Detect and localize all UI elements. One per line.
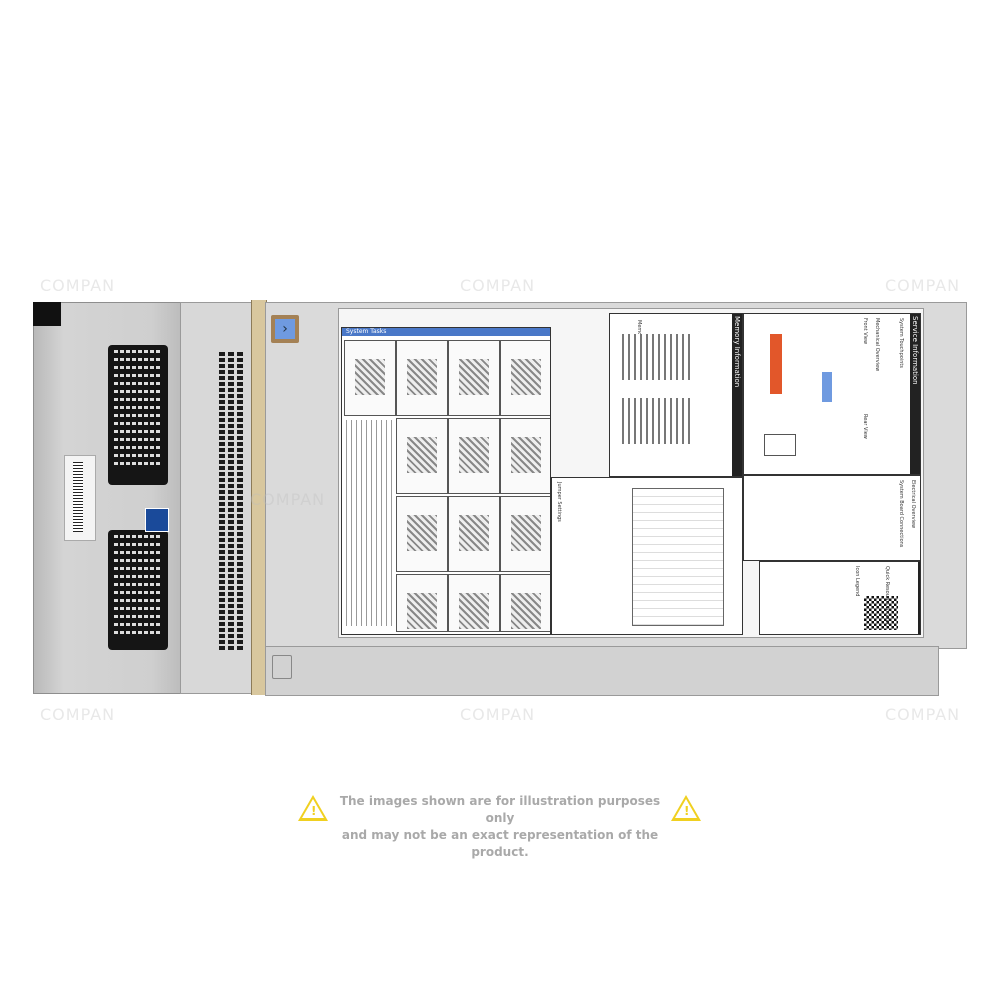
- memory-information-heading: Memory Information: [732, 314, 742, 476]
- chevron-right-icon: ›: [275, 319, 295, 339]
- icon-legend-label: Icon Legend: [854, 566, 860, 597]
- system-board-connections-label: System Board Connections: [898, 480, 904, 548]
- processor-logo-sticker: [145, 508, 169, 532]
- task-tile: [500, 574, 550, 632]
- task-tile: [448, 340, 500, 416]
- system-touchpoints-label: System Touchpoints: [898, 318, 904, 368]
- cold-swap-component: [822, 372, 832, 402]
- cover-release-latch[interactable]: ›: [271, 315, 299, 343]
- service-information-panel: Service Information System Touchpoints M…: [743, 313, 921, 475]
- watermark: COMPAN: [460, 705, 536, 724]
- watermark: COMPAN: [40, 276, 116, 295]
- task-tile: [500, 418, 550, 494]
- qr-code[interactable]: [864, 596, 898, 630]
- jumper-settings-panel: Jumper Settings: [551, 477, 743, 635]
- system-tasks-heading: System Tasks: [342, 328, 550, 336]
- cover-bottom-lip: [265, 646, 939, 696]
- caution-text-block: [346, 420, 392, 626]
- barcode-sticker: [64, 455, 96, 541]
- regulatory-label-bottom: [108, 530, 168, 650]
- disclaimer-line-1: The images shown are for illustration pu…: [339, 794, 661, 825]
- electrical-overview-label: Electrical Overview: [910, 480, 916, 529]
- system-board-diagram: [632, 488, 724, 626]
- watermark: COMPAN: [40, 705, 116, 724]
- electrical-overview-panel: Electrical Overview System Board Connect…: [743, 475, 921, 561]
- task-tile: [500, 340, 550, 416]
- task-tile: [448, 574, 500, 632]
- task-tile: [396, 574, 448, 632]
- watermark: COMPAN: [460, 276, 536, 295]
- task-tile: [448, 496, 500, 572]
- task-tile: [396, 418, 448, 494]
- rear-view-label: Rear View: [862, 414, 868, 439]
- dimm-slots-lower: [622, 398, 692, 444]
- handle-icon: [272, 655, 292, 679]
- warning-triangle-icon: !: [298, 795, 328, 821]
- hot-swap-component: [770, 334, 782, 394]
- watermark: COMPAN: [885, 276, 961, 295]
- disclaimer-text: The images shown are for illustration pu…: [330, 793, 670, 861]
- hardware-service-note: [918, 562, 920, 634]
- disclaimer: ! The images shown are for illustration …: [0, 793, 1000, 859]
- regulatory-label-top: [108, 345, 168, 485]
- quick-resource-locator-panel: Quick Resource Locator Icon Legend: [759, 561, 921, 635]
- warning-triangle-icon: !: [671, 795, 701, 821]
- task-tile: [396, 496, 448, 572]
- task-tile: [448, 418, 500, 494]
- service-label: Service Information System Touchpoints M…: [338, 308, 924, 638]
- system-tasks-panel: System Tasks: [341, 327, 551, 635]
- psu-corner-block: [33, 302, 61, 326]
- task-tile: [500, 496, 550, 572]
- task-tile: [344, 340, 396, 416]
- air-vent-grid: [219, 352, 246, 650]
- service-information-heading: Service Information: [910, 314, 920, 474]
- memory-information-panel: Memory Information Memory Population: [609, 313, 743, 477]
- front-view-label: Front View: [862, 318, 868, 345]
- task-tile: [396, 340, 448, 416]
- rear-view-diagram: [764, 434, 796, 456]
- watermark: COMPAN: [885, 705, 961, 724]
- jumper-settings-label: Jumper Settings: [556, 482, 562, 522]
- dimm-slots-upper: [622, 334, 692, 380]
- mechanical-overview-label: Mechanical Overview: [874, 318, 880, 372]
- quick-resource-locator-label: Quick Resource Locator: [884, 566, 890, 625]
- watermark: COMPAN: [250, 490, 326, 509]
- disclaimer-line-2: and may not be an exact representation o…: [341, 828, 659, 859]
